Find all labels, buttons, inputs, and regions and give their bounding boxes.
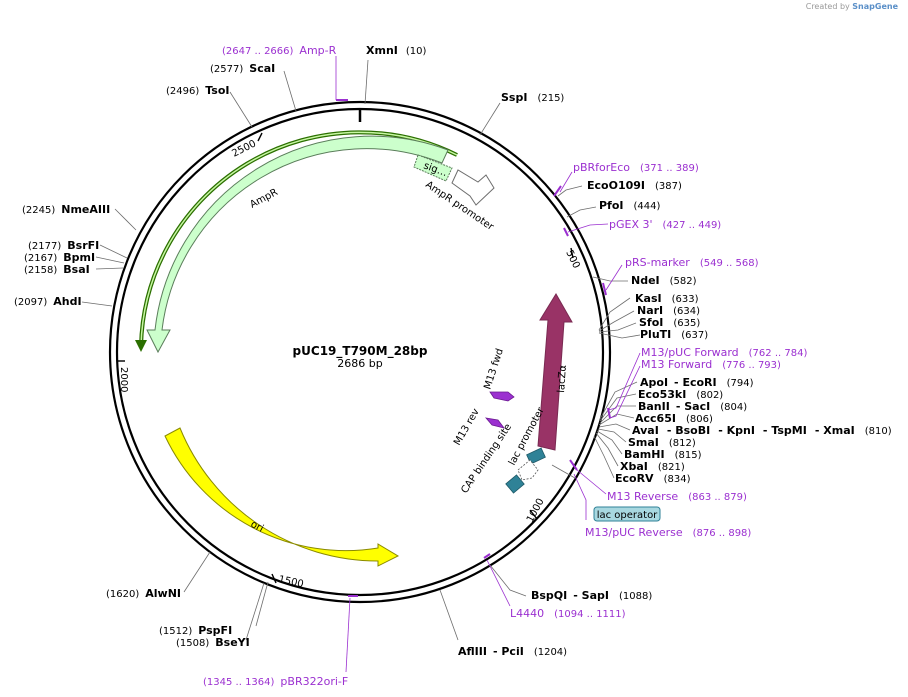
site-ecorv: EcoRV(834) [615,472,691,485]
site-apoi-ecori: ApoI- EcoRI(794) [640,376,754,389]
ori-feature-arrow[interactable] [164,427,400,567]
site-nmeaiii: (2245)NmeAIII [22,203,110,216]
site-tsoi: (2496)TsoI [166,84,230,97]
site-xbai: XbaI(821) [620,460,685,473]
m13-rev-arrow[interactable] [484,417,505,429]
site-alwni: (1620)AlwNI [106,587,181,600]
tick-label-2500: 2500 [230,138,258,159]
sig-feature[interactable] [413,154,453,182]
sig-label: sig… [422,160,449,179]
lac-promoter-arrow[interactable] [517,459,539,481]
plasmid-name: pUC19_T790M_28bp [293,344,428,359]
site-bamhi: BamHI(815) [624,448,702,461]
primer-amp-r: (2647 .. 2666)Amp-R [222,44,337,57]
site-ndei: NdeI(582) [631,274,697,287]
created-by-credit: Created by SnapGene [806,2,898,11]
tick-label-2000: 2000 [118,367,129,392]
site-bsrfi: (2177)BsrFI [28,239,99,252]
ampr-promoter-arrow[interactable] [451,169,495,206]
primer-l4440: L4440(1094 .. 1111) [510,607,626,620]
site-afliii-pcii: AflIII- PciI(1204) [458,645,567,658]
site-pspfi: (1512)PspFI [159,624,232,637]
primer-pbrforeco: pBRforEco(371 .. 389) [573,161,699,174]
ampr-outer-arrowhead [135,340,147,352]
site-eco53ki: Eco53kI(802) [638,388,723,401]
backbone-ticks [118,108,574,584]
ampr-label: AmpR [248,187,280,211]
site-banii-saci: BanII- SacI(804) [638,400,747,413]
site-smai: SmaI(812) [628,436,696,449]
site-xmni: XmnI(10) [366,44,427,57]
site-ahdi: (2097)AhdI [14,295,82,308]
lac-operator-box[interactable] [526,447,546,465]
ampr-outer-band-inner [140,131,458,347]
primer-prs-marker: pRS-marker(549 .. 568) [625,256,759,269]
m13-rev-label: M13 rev [452,407,482,448]
primer-m13puc-reverse: M13/pUC Reverse(876 .. 898) [585,526,751,539]
primer-m13puc-forward: M13/pUC Forward(762 .. 784) [641,346,807,359]
site-pfoi: PfoI(444) [599,199,660,212]
site-bpmi: (2167)BpmI [24,251,95,264]
m13-fwd-label: M13 fwd [482,347,506,391]
site-scai: (2577)ScaI [210,62,275,75]
snapgene-logo: SnapGene [852,2,898,11]
site-avai-group: AvaI- BsoBI- KpnI- TspMI- XmaI(810) [632,424,892,437]
primer-m13-forward: M13 Forward(776 .. 793) [641,358,781,371]
lacza-label: lacZα [556,364,569,393]
site-bsai: (2158)BsaI [24,263,90,276]
m13-fwd-arrow[interactable] [489,391,515,402]
cap-binding-box[interactable] [505,474,525,494]
site-pluti: PluTI(637) [640,328,708,341]
enzyme-leader-lines [81,59,641,641]
tick-label-1500: 1500 [277,574,304,590]
ori-label: ori [249,519,266,535]
lac-operator-tag-text: lac operator [597,510,658,521]
site-acc65i: Acc65I(806) [635,412,713,425]
lac-operator-tag: lac operator [593,506,661,522]
lacza-feature-arrow[interactable] [537,293,573,451]
tick-label-500: 500 [563,248,581,270]
primer-m13-reverse: M13 Reverse(863 .. 879) [607,490,747,503]
plasmid-length: 2686 bp [337,357,382,370]
primer-pgex3: pGEX 3'(427 .. 449) [609,218,721,231]
ampr-feature-arrow[interactable] [146,135,449,354]
site-sfoi: SfoI(635) [639,316,700,329]
site-nari: NarI(634) [637,304,700,317]
credit-prefix: Created by [805,2,850,11]
site-bseyi: (1508)BseYI [176,636,250,649]
site-ecoo109i: EcoO109I(387) [587,179,682,192]
site-bspqi-sapi: BspQI- SapI(1088) [531,589,652,602]
site-sspi: SspI(215) [501,91,564,104]
primer-leader-lines [335,56,641,673]
site-kasi: KasI(633) [635,292,699,305]
primer-pbr322ori-f: (1345 .. 1364)pBR322ori-F [203,675,348,688]
